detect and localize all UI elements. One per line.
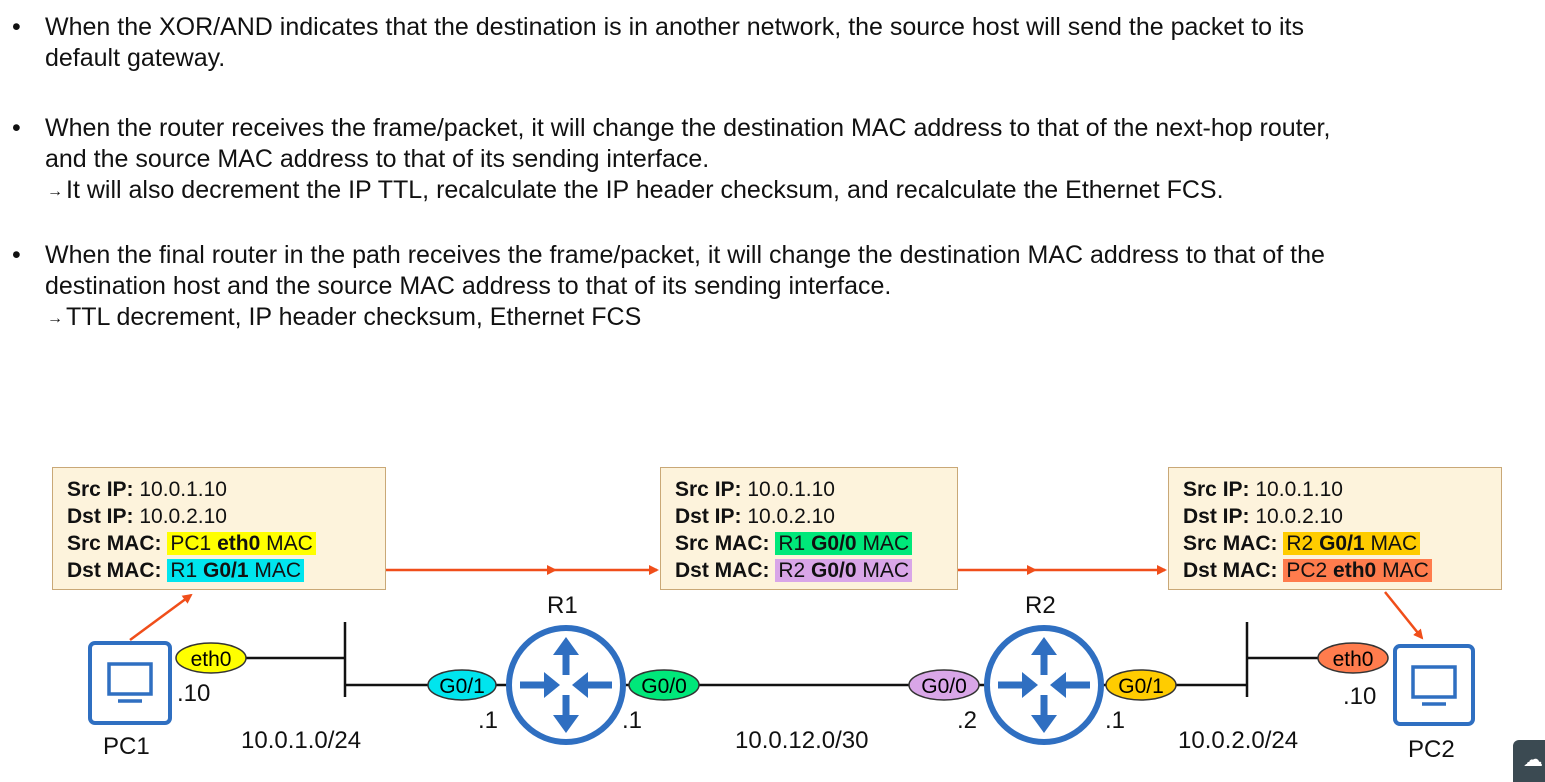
pc1-iface-label: eth0 (191, 648, 232, 671)
bullet-subline-text: TTL decrement, IP header checksum, Ether… (66, 303, 642, 331)
r1-router-icon (506, 625, 626, 745)
flow-arrow (1384, 591, 1424, 640)
r2-g00-badge (908, 669, 980, 701)
dst-mac-row: Dst MAC: R1 G0/1 MAC (67, 557, 385, 584)
dst-mac-row: Dst MAC: R2 G0/0 MAC (675, 557, 957, 584)
bullet-line: When the router receives the frame/packe… (45, 114, 1331, 142)
bullet-line: default gateway. (45, 44, 226, 72)
pc2-host-id: .10 (1343, 683, 1377, 710)
bullet-line: When the final router in the path receiv… (45, 241, 1325, 269)
r1-g01-badge (427, 669, 497, 701)
lan2-subnet: 10.0.2.0/24 (1178, 727, 1299, 754)
r1-left-iface-label: G0/1 (439, 675, 485, 698)
r2-left-host-id: .2 (957, 707, 978, 734)
packet-box-1: Src IP: 10.0.1.10 Dst IP: 10.0.2.10 Src … (52, 467, 386, 590)
r2-right-iface-label: G0/1 (1118, 675, 1164, 698)
r2-left-iface-label: G0/0 (921, 675, 967, 698)
r1-g00-badge (628, 669, 700, 701)
src-mac-row: Src MAC: PC1 eth0 MAC (67, 530, 385, 557)
arrow-right-icon: → (47, 183, 63, 200)
bullet-line: destination host and the source MAC addr… (45, 272, 892, 300)
packet-box-2: Src IP: 10.0.1.10 Dst IP: 10.0.2.10 Src … (660, 467, 958, 590)
bullet-subline: →It will also decrement the IP TTL, reca… (47, 175, 1330, 207)
pc2-iface-label: eth0 (1333, 648, 1374, 671)
bullet-subline-text: It will also decrement the IP TTL, recal… (66, 176, 1224, 204)
bullet-dot: • (12, 241, 21, 269)
r1-right-host-id: .1 (622, 707, 643, 734)
src-ip-row: Src IP: 10.0.1.10 (675, 478, 835, 501)
pc1-monitor-icon (88, 641, 172, 725)
bullet-dot: • (12, 114, 21, 142)
wan-subnet: 10.0.12.0/30 (735, 727, 869, 754)
pc1-host-id: .10 (177, 680, 211, 707)
r1-right-iface-label: G0/0 (641, 675, 687, 698)
r2-right-host-id: .1 (1105, 707, 1126, 734)
lan1-subnet: 10.0.1.0/24 (241, 727, 362, 754)
dst-ip-row: Dst IP: 10.0.2.10 (675, 505, 835, 528)
r2-router-icon (984, 625, 1104, 745)
flow-arrow (129, 593, 193, 642)
r1-name: R1 (547, 592, 578, 619)
src-mac-row: Src MAC: R1 G0/0 MAC (675, 530, 957, 557)
pc1-name: PC1 (103, 733, 150, 760)
bullet-dot: • (12, 13, 21, 41)
r2-name: R2 (1025, 592, 1056, 619)
r1-left-host-id: .1 (478, 707, 499, 734)
dst-mac-row: Dst MAC: PC2 eth0 MAC (1183, 557, 1501, 584)
arrow-right-icon: → (47, 310, 63, 327)
bullet-line: When the XOR/AND indicates that the dest… (45, 13, 1304, 41)
src-mac-row: Src MAC: R2 G0/1 MAC (1183, 530, 1501, 557)
dst-ip-row: Dst IP: 10.0.2.10 (1183, 505, 1343, 528)
bullet-subline: →TTL decrement, IP header checksum, Ethe… (47, 302, 1325, 334)
bullet-line: and the source MAC address to that of it… (45, 145, 710, 173)
dst-ip-row: Dst IP: 10.0.2.10 (67, 505, 227, 528)
src-ip-row: Src IP: 10.0.1.10 (1183, 478, 1343, 501)
pc1-eth0-badge (175, 642, 247, 674)
pc2-name: PC2 (1408, 736, 1455, 763)
pc2-eth0-badge (1317, 642, 1389, 674)
cloud-icon[interactable]: ☁ (1513, 740, 1545, 782)
pc2-monitor-icon (1393, 644, 1475, 726)
r2-g01-badge (1105, 669, 1177, 701)
packet-box-3: Src IP: 10.0.1.10 Dst IP: 10.0.2.10 Src … (1168, 467, 1502, 590)
src-ip-row: Src IP: 10.0.1.10 (67, 478, 227, 501)
